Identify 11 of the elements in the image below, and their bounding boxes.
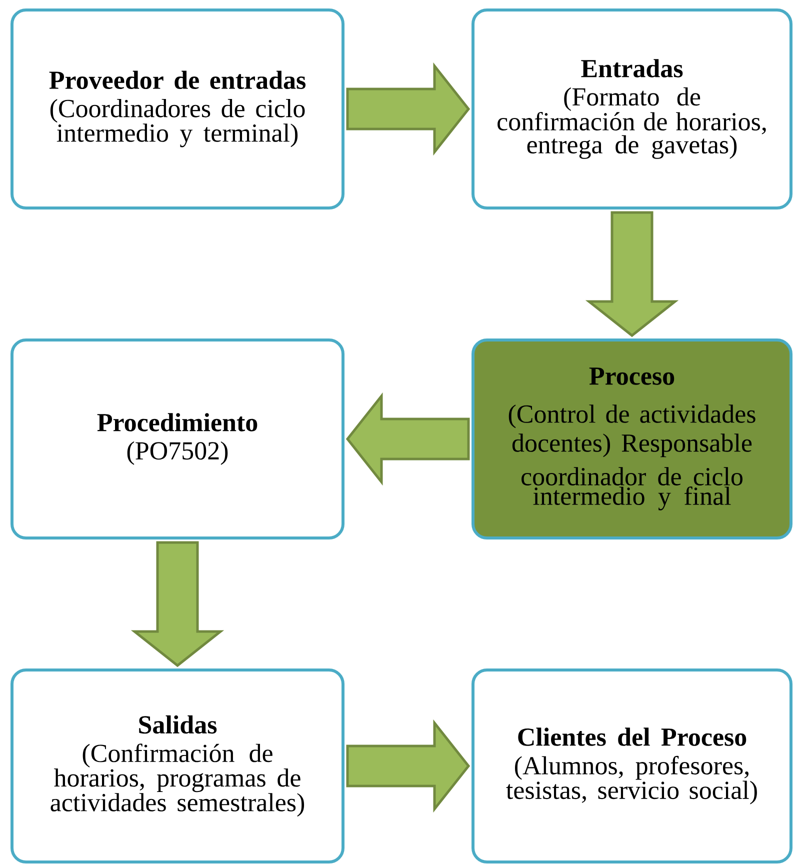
block-arrow bbox=[346, 62, 470, 156]
block-arrow bbox=[585, 211, 679, 338]
process-box: Proveedor de entradas (Coordinadores de ciclo intermedio y terminal) bbox=[10, 8, 344, 210]
process-box: Proceso (Control de actividades docentes) Responsable coordinador de ciclo intermedio y final bbox=[472, 338, 792, 540]
process-box: Salidas (Confirmación de horarios, programas de actividades semestrales) bbox=[10, 668, 344, 864]
process-box: Entradas (Formato de confirmación de horarios, entrega de gavetas) bbox=[472, 8, 792, 210]
process-box: Clientes del Proceso (Alumnos, profesores, tesistas, servicio social) bbox=[472, 668, 792, 864]
block-arrow bbox=[346, 719, 470, 813]
block-arrow bbox=[346, 392, 470, 486]
process-box: Procedimiento (PO7502) bbox=[10, 338, 344, 540]
block-arrow bbox=[130, 541, 224, 668]
